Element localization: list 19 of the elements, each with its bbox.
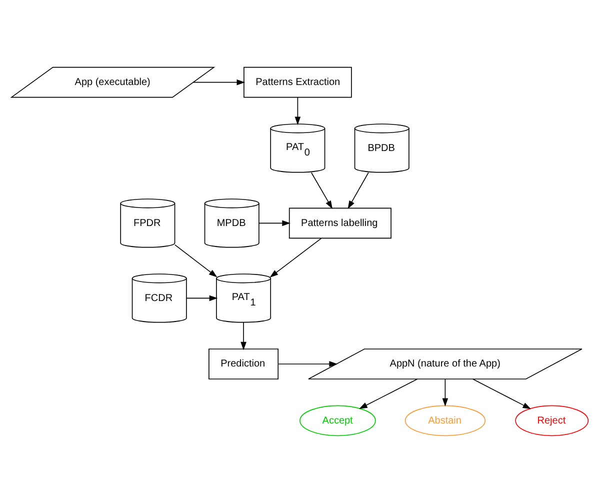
arrow — [258, 220, 290, 226]
arrow — [270, 237, 322, 277]
arrow — [348, 172, 369, 209]
node-box: Patterns labelling — [288, 207, 392, 238]
arrow — [278, 360, 338, 366]
node-ellipse: Reject — [515, 404, 589, 436]
arrow — [192, 78, 246, 85]
arrow — [294, 96, 301, 125]
arrow — [310, 172, 332, 209]
arrow — [358, 378, 418, 408]
node-ellipse: Abstain — [404, 404, 486, 436]
arrow — [442, 378, 448, 406]
arrow — [240, 322, 246, 350]
node-box: Prediction — [208, 348, 279, 379]
arrow — [174, 244, 218, 277]
node-box: Patterns Extraction — [244, 66, 352, 98]
node-ellipse: Accept — [300, 404, 376, 436]
arrow — [186, 294, 218, 301]
arrow — [472, 378, 532, 409]
